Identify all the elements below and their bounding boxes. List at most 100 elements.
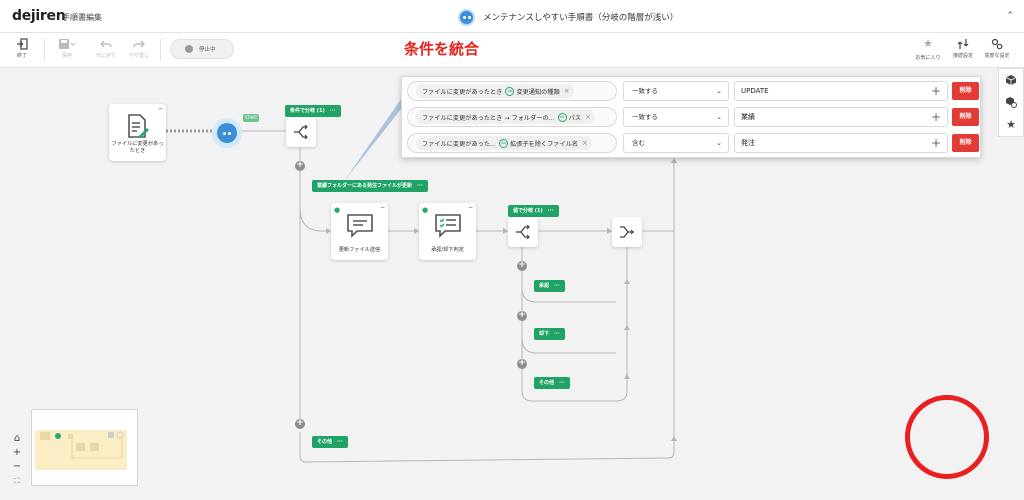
more-icon[interactable]: ···: [559, 380, 565, 386]
condition-variable-field[interactable]: ファイルに変更があったとき → フォルダーの... Ab パス ×: [407, 107, 617, 127]
add-step-button[interactable]: +: [517, 260, 527, 271]
more-icon[interactable]: ···: [554, 331, 560, 337]
variable-chip[interactable]: ファイルに変更があったとき → フォルダーの... Ab パス ×: [416, 110, 595, 124]
more-icon[interactable]: ···: [547, 208, 554, 214]
remove-chip-icon[interactable]: ×: [582, 139, 588, 147]
operator-select[interactable]: 一致する⌄: [623, 81, 729, 101]
redo-button[interactable]: やり直し: [124, 36, 154, 64]
cube-icon[interactable]: [999, 69, 1023, 91]
value-branch-node[interactable]: [508, 217, 538, 247]
more-icon[interactable]: ···: [417, 183, 423, 189]
more-icon[interactable]: ···: [380, 204, 385, 212]
undo-button[interactable]: 元に戻す: [91, 36, 121, 64]
more-icon[interactable]: ···: [329, 108, 336, 114]
variable-source-label: ファイルに変更があったとき → フォルダーの...: [422, 114, 555, 122]
approve-node[interactable]: ● ··· 承認/却下判定: [419, 203, 476, 260]
approve-label: 承認/却下判定: [431, 247, 464, 253]
star-icon[interactable]: ★: [1006, 117, 1016, 131]
status-toggle[interactable]: 停止中: [170, 39, 234, 59]
zoom-out-icon[interactable]: −: [12, 461, 22, 472]
more-icon[interactable]: ···: [158, 105, 163, 113]
folder-condition-tag[interactable]: 業績フォルダーにある発注ファイルが更新···: [312, 180, 428, 192]
workflow-title[interactable]: メンテナンスしやすい手順書（分岐の階層が浅い）: [483, 13, 679, 23]
condition-row: ファイルに変更があったとき → フォルダーの... Ab パス × 一致する⌄ …: [407, 107, 979, 127]
zoom-in-icon[interactable]: +: [12, 447, 22, 458]
redo-label: やり直し: [128, 53, 149, 59]
other-inner-tag[interactable]: その他···: [534, 377, 570, 389]
gear-icon: [991, 38, 1003, 50]
variable-source-label: ファイルに変更があった...: [422, 140, 496, 148]
undo-label: 元に戻す: [95, 53, 116, 59]
workflow-avatar-icon: [458, 8, 475, 26]
toolbar: 終了 保存 元に戻す やり直し 停止中 条件を統合 ★ お気に入り 接続設定 高…: [0, 33, 1024, 68]
operator-select[interactable]: 含む⌄: [623, 133, 729, 153]
workflow-title-area: メンテナンスしやすい手順書（分岐の階層が浅い）: [458, 8, 678, 26]
operator-select[interactable]: 一致する⌄: [623, 107, 729, 127]
workflow-canvas[interactable]: ··· ファイルに変更があったとき START 条件で分岐 (1)··· + 業…: [0, 68, 1024, 500]
branch-condition-tag[interactable]: 条件で分岐 (1)···: [285, 105, 341, 117]
undo-icon: [100, 40, 112, 48]
value-branch-tag[interactable]: 値で分岐 (1)···: [508, 205, 559, 217]
remove-chip-icon[interactable]: ×: [584, 113, 591, 121]
variable-chip[interactable]: ファイルに変更があったとき Ab 変更通知の種類 ×: [416, 84, 574, 98]
favorite-button[interactable]: ★ お気に入り: [912, 36, 944, 64]
save-label: 保存: [61, 53, 72, 59]
more-icon[interactable]: ···: [554, 283, 560, 289]
toolbar-divider: [160, 39, 161, 61]
remove-chip-icon[interactable]: ×: [563, 87, 570, 95]
delete-condition-button[interactable]: 削除: [952, 82, 979, 100]
branch-icon: [516, 225, 530, 239]
variable-chip[interactable]: ファイルに変更があった... Ab 拡張子を除くファイル名 ×: [416, 136, 592, 150]
condition-value-input[interactable]: UPDATE +: [734, 81, 948, 101]
connection-label: 接続設定: [952, 53, 973, 59]
fit-view-icon[interactable]: ⛶: [14, 477, 20, 485]
condition-value-input[interactable]: 業績+: [734, 107, 948, 127]
merge-node[interactable]: [612, 217, 642, 247]
condition-value: UPDATE: [741, 87, 769, 95]
more-icon[interactable]: ···: [468, 204, 473, 212]
trigger-label: ファイルに変更があったとき: [111, 141, 164, 154]
approved-tag[interactable]: 承認···: [534, 280, 565, 292]
cube-settings-icon[interactable]: [999, 91, 1023, 113]
file-edit-icon: [128, 114, 149, 138]
add-step-button[interactable]: +: [517, 358, 527, 369]
integration-badge-icon: ●: [334, 206, 341, 214]
condition-value-input[interactable]: 発注+: [734, 133, 948, 153]
other-outer-tag[interactable]: その他···: [312, 436, 348, 448]
delete-condition-button[interactable]: 削除: [952, 134, 979, 152]
brand-logo[interactable]: dejiren: [12, 8, 66, 24]
condition-branch-node[interactable]: [286, 117, 316, 147]
add-variable-icon[interactable]: +: [930, 84, 941, 98]
text-type-icon: Ab: [505, 86, 515, 96]
add-step-button[interactable]: +: [517, 310, 527, 321]
condition-row: ファイルに変更があったとき Ab 変更通知の種類 × 一致する⌄ UPDATE +…: [407, 81, 979, 101]
redo-icon: [133, 40, 145, 48]
condition-variable-field[interactable]: ファイルに変更があったとき Ab 変更通知の種類 ×: [407, 81, 617, 101]
connection-settings-button[interactable]: 接続設定: [947, 36, 979, 64]
rejected-tag[interactable]: 却下···: [534, 328, 565, 340]
send-file-node[interactable]: ● ··· 更新ファイル送信: [331, 203, 388, 260]
chevron-down-icon: ⌄: [716, 113, 722, 121]
callout-pointer: [345, 86, 416, 180]
chat-icon: [347, 214, 373, 238]
delete-condition-button[interactable]: 削除: [952, 108, 979, 126]
collapse-icon[interactable]: ⌃: [1006, 11, 1014, 21]
more-icon[interactable]: ···: [337, 439, 343, 445]
advanced-settings-button[interactable]: 高度な設定: [981, 36, 1013, 64]
add-variable-icon[interactable]: +: [930, 136, 941, 150]
add-step-button[interactable]: +: [295, 418, 305, 429]
save-button[interactable]: 保存: [52, 36, 82, 64]
add-step-button[interactable]: +: [295, 160, 305, 171]
app-header: dejiren 手順書編集 メンテナンスしやすい手順書（分岐の階層が浅い） ⌃: [0, 0, 1024, 33]
condition-variable-field[interactable]: ファイルに変更があった... Ab 拡張子を除くファイル名 ×: [407, 133, 617, 153]
add-variable-icon[interactable]: +: [930, 110, 941, 124]
toolbar-divider: [44, 39, 45, 61]
home-icon[interactable]: ⌂: [13, 433, 21, 444]
start-node[interactable]: [212, 118, 242, 148]
trigger-node[interactable]: ··· ファイルに変更があったとき: [109, 104, 166, 161]
zoom-controls: ⌂ + − ⛶: [10, 432, 24, 488]
exit-button[interactable]: 終了: [7, 36, 37, 64]
minimap[interactable]: [31, 409, 138, 486]
send-file-label: 更新ファイル送信: [338, 247, 381, 253]
variable-name-label: パス: [568, 114, 581, 122]
